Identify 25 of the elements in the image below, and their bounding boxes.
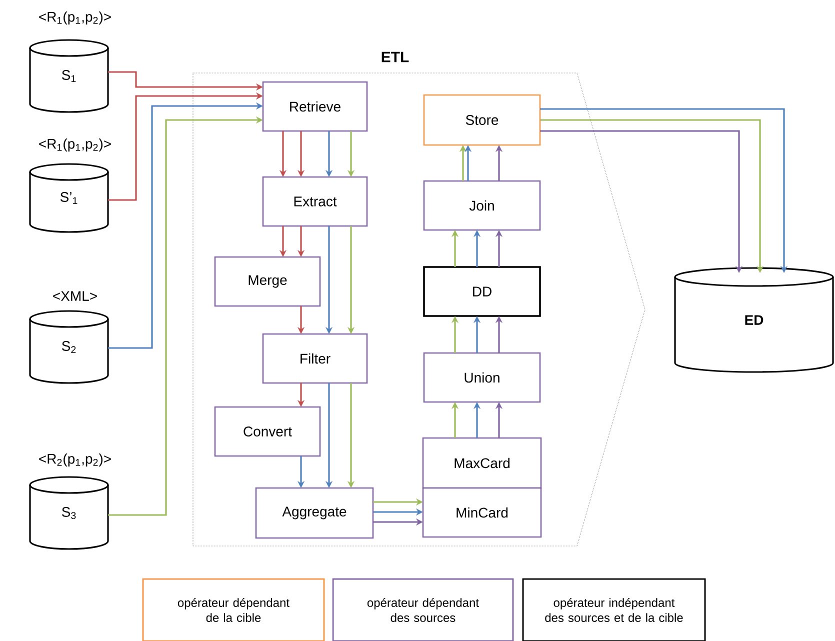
legend-box: opérateur dépendant des sources <box>332 578 514 641</box>
legend-box: opérateur indépendant des sources et de la cible <box>522 578 706 641</box>
op-box: Convert <box>214 406 321 457</box>
source-label: <R$_{1}$(p$_{1}$,p$_{2}$)> <box>39 11 111 25</box>
cylinder: S$_{3}$ <box>29 476 109 550</box>
op-box: Aggregate <box>255 487 374 539</box>
cylinder: S$_{1}$ <box>29 39 109 113</box>
op-box: Join <box>423 180 541 231</box>
op-box: MaxCard <box>422 437 542 489</box>
source-label: <XML> <box>53 291 97 301</box>
op-box: Union <box>423 352 541 403</box>
legend-box: opérateur dépendant de la cible <box>142 578 325 641</box>
op-box: Merge <box>214 256 321 307</box>
cylinder: S’$_{1}$ <box>29 163 109 233</box>
cylinder: ED <box>674 267 834 373</box>
cylinder: S$_{2}$ <box>29 310 109 384</box>
node-label: ED <box>745 315 764 325</box>
op-box: MinCard <box>422 487 542 538</box>
source-label: <R$_{2}$(p$_{1}$,p$_{2}$)> <box>39 453 111 467</box>
op-box: Retrieve <box>262 81 368 132</box>
op-box: Filter <box>262 333 368 384</box>
op-box: Store <box>423 94 541 146</box>
op-box: DD <box>423 266 541 317</box>
op-box: Extract <box>262 176 368 227</box>
source-label: <R$_{1}$(p$_{1}$,p$_{2}$)> <box>39 138 111 152</box>
